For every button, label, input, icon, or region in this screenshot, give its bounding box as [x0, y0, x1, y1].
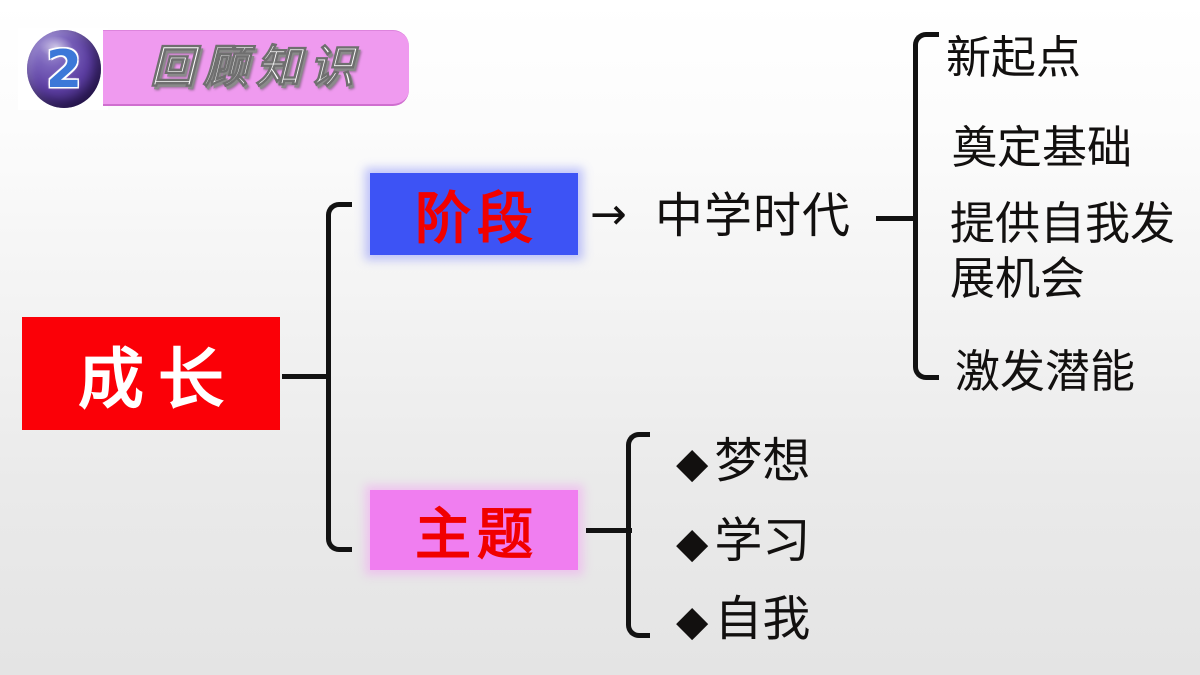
diamond-bullet-icon: ◆ [676, 438, 709, 487]
root-brace [326, 202, 352, 552]
outcome-item-1: 新起点 [946, 31, 1082, 84]
theme-item-1-label: 梦想 [714, 433, 811, 489]
theme-brace [626, 432, 650, 638]
node-branch-stage: 阶段 [370, 173, 578, 255]
node-middle-school-era: 中学时代 [655, 188, 852, 244]
header-step-number: 2 [45, 40, 83, 100]
diamond-bullet-icon: ◆ [676, 518, 709, 567]
node-root-growth: 成长 [22, 317, 280, 430]
theme-item-3-label: 自我 [714, 591, 811, 647]
outcome-item-2: 奠定基础 [952, 121, 1133, 174]
diamond-bullet-icon: ◆ [676, 596, 709, 645]
theme-item-3: ◆自我 [676, 590, 810, 650]
stage-arrow-icon: → [590, 189, 627, 240]
outcomes-brace [913, 32, 939, 380]
outcome-item-3: 提供自我发展机会 [950, 197, 1176, 305]
header-banner [103, 30, 409, 106]
header-title: 回顾知识 [150, 40, 363, 94]
theme-connector-stem [586, 528, 632, 533]
theme-item-2: ◆学习 [676, 512, 810, 572]
root-connector-stem [282, 374, 330, 379]
node-branch-theme: 主题 [370, 490, 578, 570]
outcome-item-4: 激发潜能 [955, 345, 1136, 398]
outcomes-connector-stem [876, 216, 918, 221]
header-sphere-icon [27, 30, 101, 108]
theme-item-1: ◆梦想 [676, 432, 810, 492]
theme-item-2-label: 学习 [714, 513, 811, 569]
